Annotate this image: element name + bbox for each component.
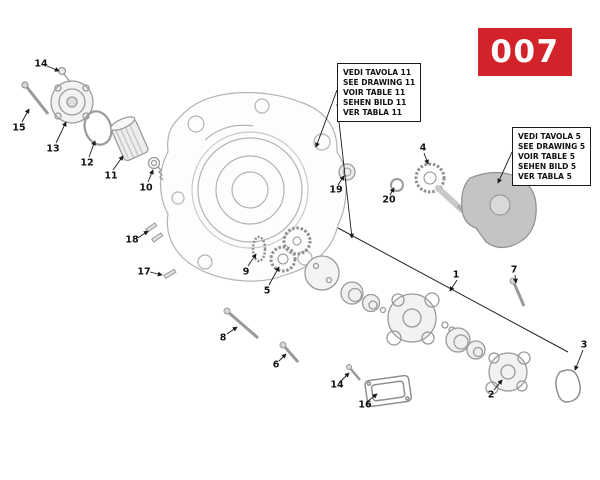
ref-line: VOIR TABLE 5 — [518, 152, 576, 161]
water-pump-assembly — [21, 66, 94, 124]
part-callout-13: 13 — [46, 143, 60, 155]
ref-line: SEHEN BILD 5 — [518, 162, 577, 171]
part-callout-11: 11 — [104, 170, 118, 182]
part-callout-14-oil-pump: 14 — [330, 379, 344, 391]
page-number-badge: 007 — [478, 28, 572, 76]
part-callout-18: 18 — [125, 234, 139, 246]
alignment-pins — [145, 222, 177, 279]
part-callout-19: 19 — [329, 184, 343, 196]
part-callout-3: 3 — [580, 339, 588, 351]
part-callout-4: 4 — [419, 142, 427, 154]
part-callout-16: 16 — [358, 399, 372, 411]
gaskets — [364, 369, 581, 408]
part-callout-20: 20 — [382, 194, 396, 206]
part-callout-8: 8 — [219, 332, 227, 344]
part-callout-12: 12 — [80, 157, 94, 169]
oil-filter-group — [83, 110, 164, 181]
drive-gear-shaft — [338, 162, 470, 217]
fasteners — [223, 277, 526, 381]
ref-line: SEE DRAWING 11 — [343, 78, 416, 87]
part-callout-10: 10 — [139, 182, 153, 194]
callout-leader-lines — [21, 65, 584, 402]
part-callout-17: 17 — [137, 266, 151, 278]
part-callout-9: 9 — [242, 266, 250, 278]
clutch-cover-casing — [159, 91, 347, 282]
part-callout-5: 5 — [263, 285, 271, 297]
part-callout-15: 15 — [12, 122, 26, 134]
ref-box-table-5: VEDI TAVOLA 5 SEE DRAWING 5 VOIR TABLE 5… — [512, 127, 592, 186]
crankshaft-half — [461, 171, 537, 249]
ref-box-table-11: VEDI TAVOLA 11 SEE DRAWING 11 VOIR TABLE… — [337, 63, 422, 122]
ref-line: VEDI TAVOLA 11 — [343, 68, 412, 77]
part-callout-6: 6 — [272, 359, 280, 371]
ref-line: VER TABLA 11 — [343, 108, 403, 117]
part-callout-2: 2 — [487, 389, 495, 401]
ref-line: SEE DRAWING 5 — [518, 142, 586, 151]
ref-line: SEHEN BILD 11 — [343, 98, 407, 107]
ref-line: VER TABLA 5 — [518, 172, 572, 181]
refbox-leader-lines — [315, 89, 513, 239]
part-callout-7: 7 — [510, 264, 518, 276]
ref-line: VEDI TAVOLA 5 — [518, 132, 581, 141]
chain-and-sprockets — [251, 226, 312, 273]
page-number: 007 — [490, 34, 560, 70]
part-callout-14-water-pump: 14 — [34, 58, 48, 70]
part-callout-1: 1 — [452, 269, 460, 281]
oil-pump-exploded — [304, 255, 531, 395]
ref-line: VOIR TABLE 11 — [343, 88, 406, 97]
